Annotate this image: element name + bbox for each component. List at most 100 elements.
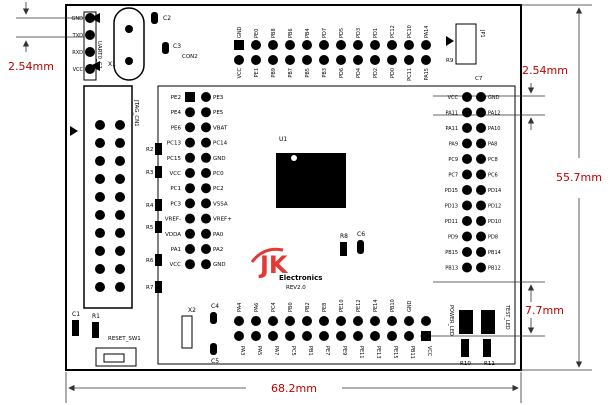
bottom-header-pad xyxy=(404,331,414,341)
bottom-header-pad xyxy=(302,316,312,326)
bottom-header-label: PC4 xyxy=(271,302,277,312)
right-header-pad xyxy=(476,154,486,164)
svg-text:RESET_SW1: RESET_SW1 xyxy=(108,336,141,342)
bottom-header-label: PA7 xyxy=(273,346,279,355)
bottom-header-pad xyxy=(268,316,278,326)
bottom-header-label: GND xyxy=(407,300,413,312)
uart-pin xyxy=(85,64,95,74)
svg-text:R8: R8 xyxy=(340,233,348,240)
bottom-header-pad xyxy=(387,316,397,326)
left-header-label: PE4 xyxy=(171,110,182,116)
left-header-pad xyxy=(201,122,211,133)
left-header-pad xyxy=(201,107,211,118)
svg-text:X2: X2 xyxy=(188,307,196,314)
logo-revision: REV2.0 xyxy=(286,285,306,291)
left-header-pad xyxy=(201,244,211,254)
top-header-pad xyxy=(268,55,278,65)
svg-text:POWER_LED: POWER_LED xyxy=(448,305,454,336)
bottom-header-pad xyxy=(319,316,329,326)
right-header-label: PD9 xyxy=(448,235,458,241)
dimension-labels: 2.54mm 2.54mm 55.7mm 7.7mm 68.2mm xyxy=(8,60,602,395)
right-header-label: PD15 xyxy=(445,188,458,194)
svg-text:C1: C1 xyxy=(72,311,80,318)
cap-c3: C3 CON2 xyxy=(162,42,198,60)
top-header-pad xyxy=(251,55,261,65)
right-header-pad xyxy=(462,231,472,242)
logo-name: Electronics xyxy=(279,274,322,282)
left-header-pad xyxy=(185,137,195,148)
bottom-header-label: VCC xyxy=(426,346,432,357)
dimension-lines xyxy=(16,2,592,403)
uart-header: UART0_C1 xyxy=(83,11,102,81)
left-header-pad xyxy=(185,244,195,254)
leds: POWER_LED TEST_LED R10 R11 xyxy=(448,304,510,367)
bottom-header-label: PC5 xyxy=(290,346,296,356)
left-header-label: PA0 xyxy=(213,232,224,238)
left-header-pad xyxy=(185,228,195,239)
bottom-header-label: PE10 xyxy=(339,299,345,312)
right-header-label: PD8 xyxy=(488,235,498,241)
bottom-header-pad xyxy=(234,316,244,326)
right-header-label: GND xyxy=(488,95,500,101)
top-header-pad xyxy=(268,40,278,50)
bottom-header-label: PE15 xyxy=(392,346,398,359)
uart-pin xyxy=(85,13,95,23)
pitch-left-label: 2.54mm xyxy=(8,60,54,73)
bottom-header-pad xyxy=(285,316,295,326)
left-header-pad xyxy=(201,198,211,209)
jtag-pad xyxy=(115,282,125,292)
top-header-label: PD0 xyxy=(390,68,396,78)
top-header-label: PD2 xyxy=(373,68,379,78)
left-header-label: VCC xyxy=(170,262,182,268)
right-header-label: PB12 xyxy=(488,266,501,272)
top-header-pad xyxy=(319,40,329,50)
uart-pin-label: VCC xyxy=(73,67,84,73)
left-header-label: PC15 xyxy=(167,156,182,162)
bottom-header-label: PB2 xyxy=(305,302,311,312)
left-resistor-label: R5 xyxy=(146,225,154,231)
right-header-label: PC9 xyxy=(448,157,458,163)
right-header-label: PA10 xyxy=(488,126,500,132)
right-header-pad xyxy=(476,169,486,180)
left-header-pad xyxy=(185,198,195,209)
left-header-pad xyxy=(201,183,211,194)
uart-label: UART0_C1 xyxy=(96,41,102,69)
left-header-pad xyxy=(185,168,195,178)
left-header-label: VDDA xyxy=(165,232,181,238)
svg-text:R9: R9 xyxy=(446,58,454,64)
jtag-pad xyxy=(95,228,105,238)
bottom-header-label: PA6 xyxy=(254,303,260,312)
top-header-pad xyxy=(404,55,414,65)
top-header-label: PC12 xyxy=(390,25,396,38)
left-resistor-label: R2 xyxy=(146,147,153,153)
left-header-pad xyxy=(185,107,195,118)
bottom-header-pad xyxy=(370,316,380,326)
top-header-label: PA14 xyxy=(424,26,430,38)
right-header-label: PD10 xyxy=(488,219,501,225)
uart-pin-label: TXD xyxy=(72,33,83,39)
left-header-pad xyxy=(201,92,211,102)
bottom-header-pad xyxy=(319,331,329,341)
uart-pin-label: RXD xyxy=(72,50,83,56)
bottom-header-pad xyxy=(268,331,278,341)
bottom-header-pad xyxy=(353,316,363,326)
left-resistor-label: R3 xyxy=(146,170,154,176)
top-header-pad xyxy=(251,40,261,50)
left-header-pad xyxy=(185,213,195,224)
jtag-pad xyxy=(115,210,125,220)
right-header-pad xyxy=(462,107,472,118)
bottom-header-label: PE9 xyxy=(341,346,347,355)
svg-text:TEST_LED: TEST_LED xyxy=(504,304,510,330)
bottom-header-pad xyxy=(387,331,397,341)
jtag-pad xyxy=(115,228,125,238)
right-header-label: PB14 xyxy=(488,250,501,256)
top-header-pad xyxy=(421,55,431,65)
right-header-label: PA11 xyxy=(446,111,458,117)
left-header-label: PE5 xyxy=(213,110,224,116)
left-header-pad xyxy=(201,137,211,148)
left-resistor xyxy=(155,221,162,233)
bottom-header-pad xyxy=(302,331,312,341)
top-header-pad xyxy=(370,40,380,50)
svg-text:R10: R10 xyxy=(460,361,471,367)
